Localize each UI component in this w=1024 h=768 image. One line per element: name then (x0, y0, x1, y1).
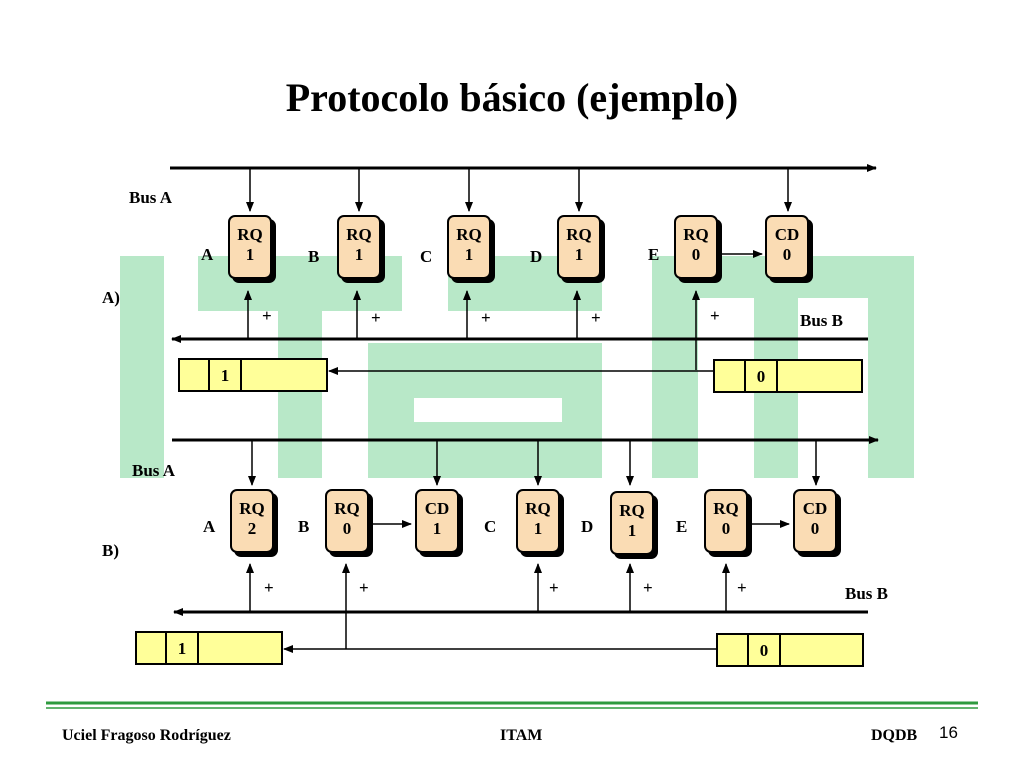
request-queue-right: 0 (716, 633, 864, 667)
box-value: 1 (432, 519, 442, 538)
rq-counter-box: RQ 0 (704, 489, 748, 553)
station-label: C (484, 517, 497, 536)
request-queue-right: 0 (713, 359, 863, 393)
plus-mark: + (371, 308, 381, 327)
plus-mark: + (710, 306, 720, 325)
plus-mark: + (264, 578, 274, 597)
box-value: 0 (691, 245, 701, 264)
station-label: B (308, 247, 320, 266)
queue-cell: 0 (747, 635, 781, 665)
box-value: 0 (810, 519, 820, 538)
queue-cell: 1 (208, 360, 242, 390)
queue-cell: 0 (744, 361, 778, 391)
rq-counter-box: RQ 2 (230, 489, 274, 553)
box-type: RQ (619, 501, 645, 520)
plus-mark: + (262, 306, 272, 325)
box-type: RQ (237, 225, 263, 244)
box-value: 1 (574, 245, 584, 264)
rq-counter-box: RQ 1 (610, 491, 654, 555)
station-label: C (420, 247, 433, 266)
queue-cell: 1 (165, 633, 199, 663)
box-type: RQ (239, 499, 265, 518)
station-label: E (676, 517, 688, 536)
section-b-label: B) (102, 541, 119, 560)
rq-counter-box: RQ 0 (674, 215, 718, 279)
page-number: 16 (939, 723, 958, 742)
box-type: RQ (346, 225, 372, 244)
rq-counter-box: RQ 1 (337, 215, 381, 279)
box-value: 1 (354, 245, 364, 264)
station-label: D (530, 247, 543, 266)
section-a-label: A) (102, 288, 120, 307)
box-value: 0 (782, 245, 792, 264)
box-type: RQ (566, 225, 592, 244)
rq-counter-box: RQ 1 (228, 215, 272, 279)
footer-topic: DQDB (871, 727, 918, 744)
rq-counter-box: RQ 1 (557, 215, 601, 279)
bus-a-label: Bus A (132, 461, 175, 480)
station-label: B (298, 517, 310, 536)
box-value: 1 (245, 245, 255, 264)
plus-mark: + (591, 308, 601, 327)
plus-mark: + (481, 308, 491, 327)
station-label: A (203, 517, 216, 536)
box-value: 1 (533, 519, 543, 538)
box-type: CD (774, 225, 800, 244)
request-queue-left: 1 (178, 358, 328, 392)
box-value: 0 (721, 519, 731, 538)
box-value: 0 (342, 519, 352, 538)
box-value: 2 (247, 519, 257, 538)
slide-title: Protocolo básico (ejemplo) (285, 75, 739, 120)
station-label: D (581, 517, 594, 536)
station-label: A (201, 245, 214, 264)
bus-b-label: Bus B (800, 311, 843, 330)
cd-counter-box: CD 0 (765, 215, 809, 279)
plus-mark: + (737, 578, 747, 597)
box-type: RQ (456, 225, 482, 244)
box-value: 1 (464, 245, 474, 264)
box-type: RQ (713, 499, 739, 518)
cd-counter-box: CD 0 (793, 489, 837, 553)
cd-counter-box: CD 1 (415, 489, 459, 553)
plus-mark: + (643, 578, 653, 597)
bus-a-label: Bus A (129, 188, 172, 207)
box-type: RQ (525, 499, 551, 518)
plus-mark: + (549, 578, 559, 597)
footer-author: Uciel Fragoso Rodríguez (62, 727, 231, 744)
bus-b-label: Bus B (845, 584, 888, 603)
station-label: E (648, 245, 660, 264)
request-queue-left: 1 (135, 631, 283, 665)
rq-counter-box: RQ 0 (325, 489, 369, 553)
plus-mark: + (359, 578, 369, 597)
rq-counter-box: RQ 1 (447, 215, 491, 279)
box-value: 1 (627, 521, 637, 540)
box-type: RQ (683, 225, 709, 244)
rq-counter-box: RQ 1 (516, 489, 560, 553)
box-type: CD (424, 499, 450, 518)
footer-institution: ITAM (500, 727, 543, 744)
box-type: CD (802, 499, 828, 518)
box-type: RQ (334, 499, 360, 518)
